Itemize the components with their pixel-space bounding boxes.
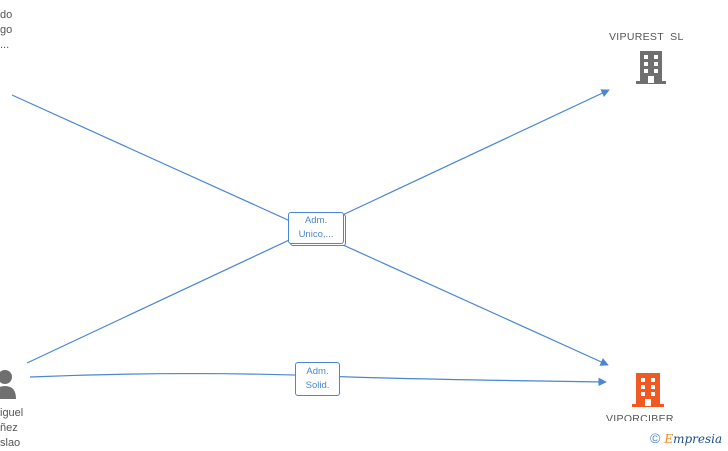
company-bottom-label[interactable]: VIPORCIBER bbox=[606, 413, 674, 421]
person-bottom-label-line-2: ñez bbox=[0, 422, 18, 434]
company-top-label[interactable]: VIPUREST SL bbox=[609, 31, 684, 43]
building-icon[interactable] bbox=[636, 51, 666, 84]
copyright-icon: © bbox=[650, 430, 661, 446]
brand-name: Empresia bbox=[664, 432, 722, 446]
person-bottom-label-line-3: slao bbox=[0, 437, 21, 449]
empresia-watermark[interactable]: ©Empresia bbox=[650, 430, 722, 446]
brand-initial: E bbox=[664, 432, 674, 446]
person-top-label[interactable]: do go ... bbox=[0, 8, 12, 53]
edge-label-adm-solid-line-2: Solid. bbox=[305, 380, 330, 391]
person-top-label-line-2: go bbox=[0, 24, 13, 36]
person-bottom-label-line-1: iguel bbox=[0, 407, 24, 419]
person-bottom-label[interactable]: iguel ñez slao bbox=[0, 406, 23, 451]
person-top-label-line-3: ... bbox=[0, 39, 10, 51]
person-icon[interactable] bbox=[0, 370, 16, 399]
brand-rest: mpresia bbox=[673, 432, 723, 446]
edge-label-adm-solid[interactable]: Adm. Solid. bbox=[295, 362, 340, 396]
person-top-label-line-1: do bbox=[0, 9, 13, 21]
edge-label-adm-solid-line-1: Adm. bbox=[306, 366, 329, 377]
edge-label-adm-unico-line-2: Unico,... bbox=[298, 229, 334, 240]
building-icon-highlight[interactable] bbox=[632, 373, 664, 407]
edge-bottom-person-to-viporciber bbox=[29, 373, 607, 387]
edge-label-adm-unico[interactable]: Adm. Unico,... bbox=[288, 212, 344, 244]
edge-label-adm-unico-line-1: Adm. bbox=[304, 215, 328, 226]
